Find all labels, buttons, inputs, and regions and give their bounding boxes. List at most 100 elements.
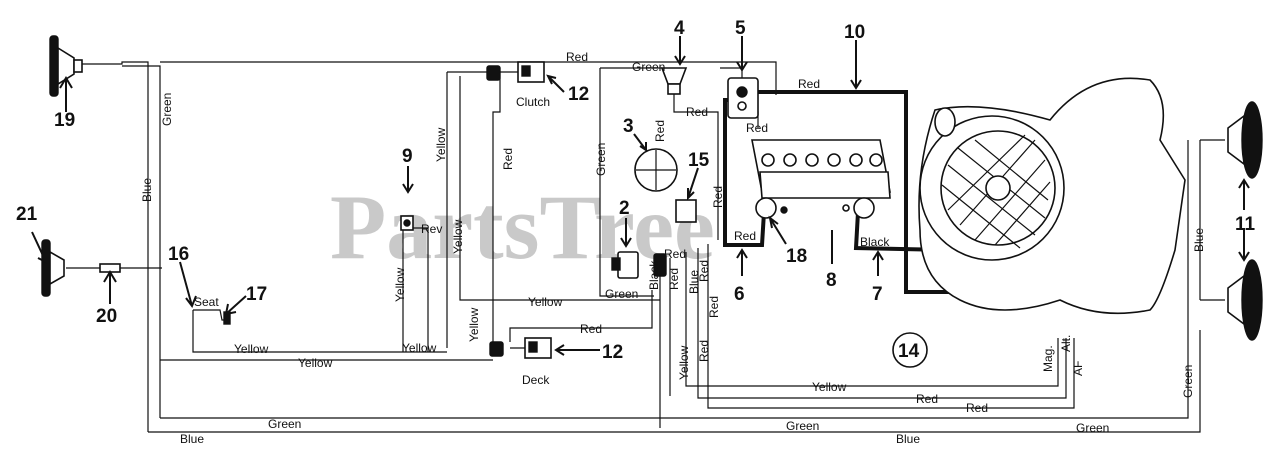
- cable-red-10: [748, 90, 985, 294]
- label-af: AF: [1071, 361, 1085, 376]
- part-number-6: 6: [734, 284, 745, 305]
- engine: [918, 77, 1186, 315]
- part-number-16: 16: [168, 244, 189, 265]
- wire-label-red-top: Red: [566, 50, 588, 64]
- wire-label-blue-bottom-2: Blue: [896, 432, 920, 446]
- seat-switch-17: [193, 309, 231, 325]
- part-number-7: 7: [872, 284, 883, 305]
- wire-label-green-loop: Green: [594, 143, 608, 176]
- wires: [66, 61, 1225, 433]
- ammeter-3: [634, 148, 678, 192]
- cable-black-7: [853, 211, 949, 252]
- wire-label-yellow-rev-v: Yellow: [393, 267, 407, 302]
- part-number-14: 14: [898, 341, 920, 362]
- wire-label-yellow-deck-v: Yellow: [467, 307, 481, 342]
- wire-label-yellow-v2: Yellow: [451, 219, 465, 254]
- deck-switch-12: [489, 337, 552, 359]
- part-number-10: 10: [844, 22, 865, 43]
- wire-yellow-af: [685, 252, 1059, 387]
- part-number-12-clutch: 12: [568, 84, 589, 105]
- wire-label-red-sw2: Red: [697, 260, 711, 282]
- wire-label-yellow-rev: Yellow: [402, 341, 437, 355]
- wire-label-green-bottom: Green: [268, 417, 301, 431]
- wire-label-red-sol: Red: [746, 121, 768, 135]
- part-number-11: 11: [1235, 214, 1256, 235]
- wire-label-red-sw: Red: [664, 247, 686, 261]
- wire-label-blue-left: Blue: [140, 178, 154, 202]
- label-alt: Alt.: [1059, 335, 1073, 352]
- wire-green-mid: [599, 68, 654, 297]
- wire-label-red-6: Red: [734, 229, 756, 243]
- wire-label-yellow-mid: Yellow: [528, 295, 563, 309]
- wire-label-blue-right: Blue: [1192, 228, 1206, 252]
- watermark-text: PartsTree: [330, 176, 715, 278]
- part-number-4: 4: [674, 18, 685, 39]
- wire-label-green-right: Green: [1181, 365, 1195, 398]
- part-number-15: 15: [688, 150, 710, 171]
- wire-red-top: [160, 61, 777, 95]
- wire-blue-left: [78, 61, 149, 432]
- wire-label-red-sw-v: Red: [667, 268, 681, 290]
- solenoid-5: [727, 77, 759, 119]
- wire-label-green-bottom-3: Green: [1076, 421, 1109, 435]
- wire-red-clutch: [492, 78, 501, 348]
- wire-label-red-ammeter: Red: [653, 120, 667, 142]
- wire-label-red-10: Red: [798, 77, 820, 91]
- part-number-8: 8: [826, 270, 837, 291]
- wire-green-left: [122, 65, 161, 418]
- wire-label-black-7: Black: [860, 235, 890, 249]
- wire-label-red-sw4: Red: [697, 340, 711, 362]
- part-number-18: 18: [786, 246, 807, 267]
- wire-label-red-deck: Red: [580, 322, 602, 336]
- key-switch-2: [611, 251, 639, 279]
- wire-red-fuse: [673, 84, 719, 240]
- part-number-5: 5: [735, 18, 746, 39]
- circle-14: [892, 332, 928, 368]
- wire-label-yellow-v1: Yellow: [434, 127, 448, 162]
- wire-label-red-fuse: Red: [686, 105, 708, 119]
- wire-label-yellow-sw: Yellow: [677, 345, 691, 380]
- part-number-3: 3: [623, 116, 634, 137]
- wire-green-bottom: [160, 140, 1189, 419]
- wire-yellow-seat: [192, 310, 447, 353]
- wire-yellow-v2: [459, 76, 660, 301]
- wire-label-yellow-seat: Yellow: [234, 342, 269, 356]
- wire-rev-b: [413, 227, 429, 352]
- wire-label-green-bottom-2: Green: [786, 419, 819, 433]
- part-number-12-deck: 12: [602, 342, 623, 363]
- part-number-17: 17: [246, 284, 267, 305]
- wire-labels: Red Green Red Red Red Red Black Red Gree…: [140, 50, 1206, 446]
- part-number-20: 20: [96, 306, 117, 327]
- wire-label-yellow-af: Yellow: [812, 380, 847, 394]
- wire-label-yellow-low: Yellow: [298, 356, 333, 370]
- wire-label-green-left: Green: [160, 93, 174, 126]
- wire-red-alt: [697, 248, 1067, 399]
- wire-label-red-sw3: Red: [707, 296, 721, 318]
- label-deck: Deck: [522, 373, 550, 387]
- component-labels: Clutch Deck Seat Rev Mag. Alt. AF: [194, 95, 1085, 387]
- label-seat: Seat: [194, 295, 219, 309]
- fuse-4: [660, 67, 688, 95]
- part-number-21: 21: [16, 204, 38, 225]
- leader-arrows: [31, 36, 1250, 356]
- wire-label-blue-sw: Blue: [687, 270, 701, 294]
- clutch-switch-12: [486, 61, 545, 83]
- wire-label-red-clutch: Red: [501, 148, 515, 170]
- wire-label-green-mid: Green: [605, 287, 638, 301]
- wire-label-red-v: Red: [711, 186, 725, 208]
- label-clutch: Clutch: [516, 95, 550, 109]
- reverse-switch-9: [400, 215, 414, 231]
- wire-label-black-sw: Black: [647, 260, 661, 290]
- part-number-2: 2: [619, 198, 630, 219]
- wire-label-blue-bottom: Blue: [180, 432, 204, 446]
- part-number-9: 9: [402, 146, 413, 167]
- battery-14: [751, 139, 891, 219]
- headlight-11-top: [1227, 101, 1263, 179]
- part-numbers: 19 20 21 16 17 9 12 12 3 2 4 5 10 15 18 …: [16, 18, 1256, 363]
- wire-label-red-alt: Red: [916, 392, 938, 406]
- label-mag: Mag.: [1041, 345, 1055, 372]
- part-number-19: 19: [54, 110, 75, 131]
- wire-blue-bottom: [148, 330, 1201, 433]
- ignition-switch-15: [653, 199, 697, 277]
